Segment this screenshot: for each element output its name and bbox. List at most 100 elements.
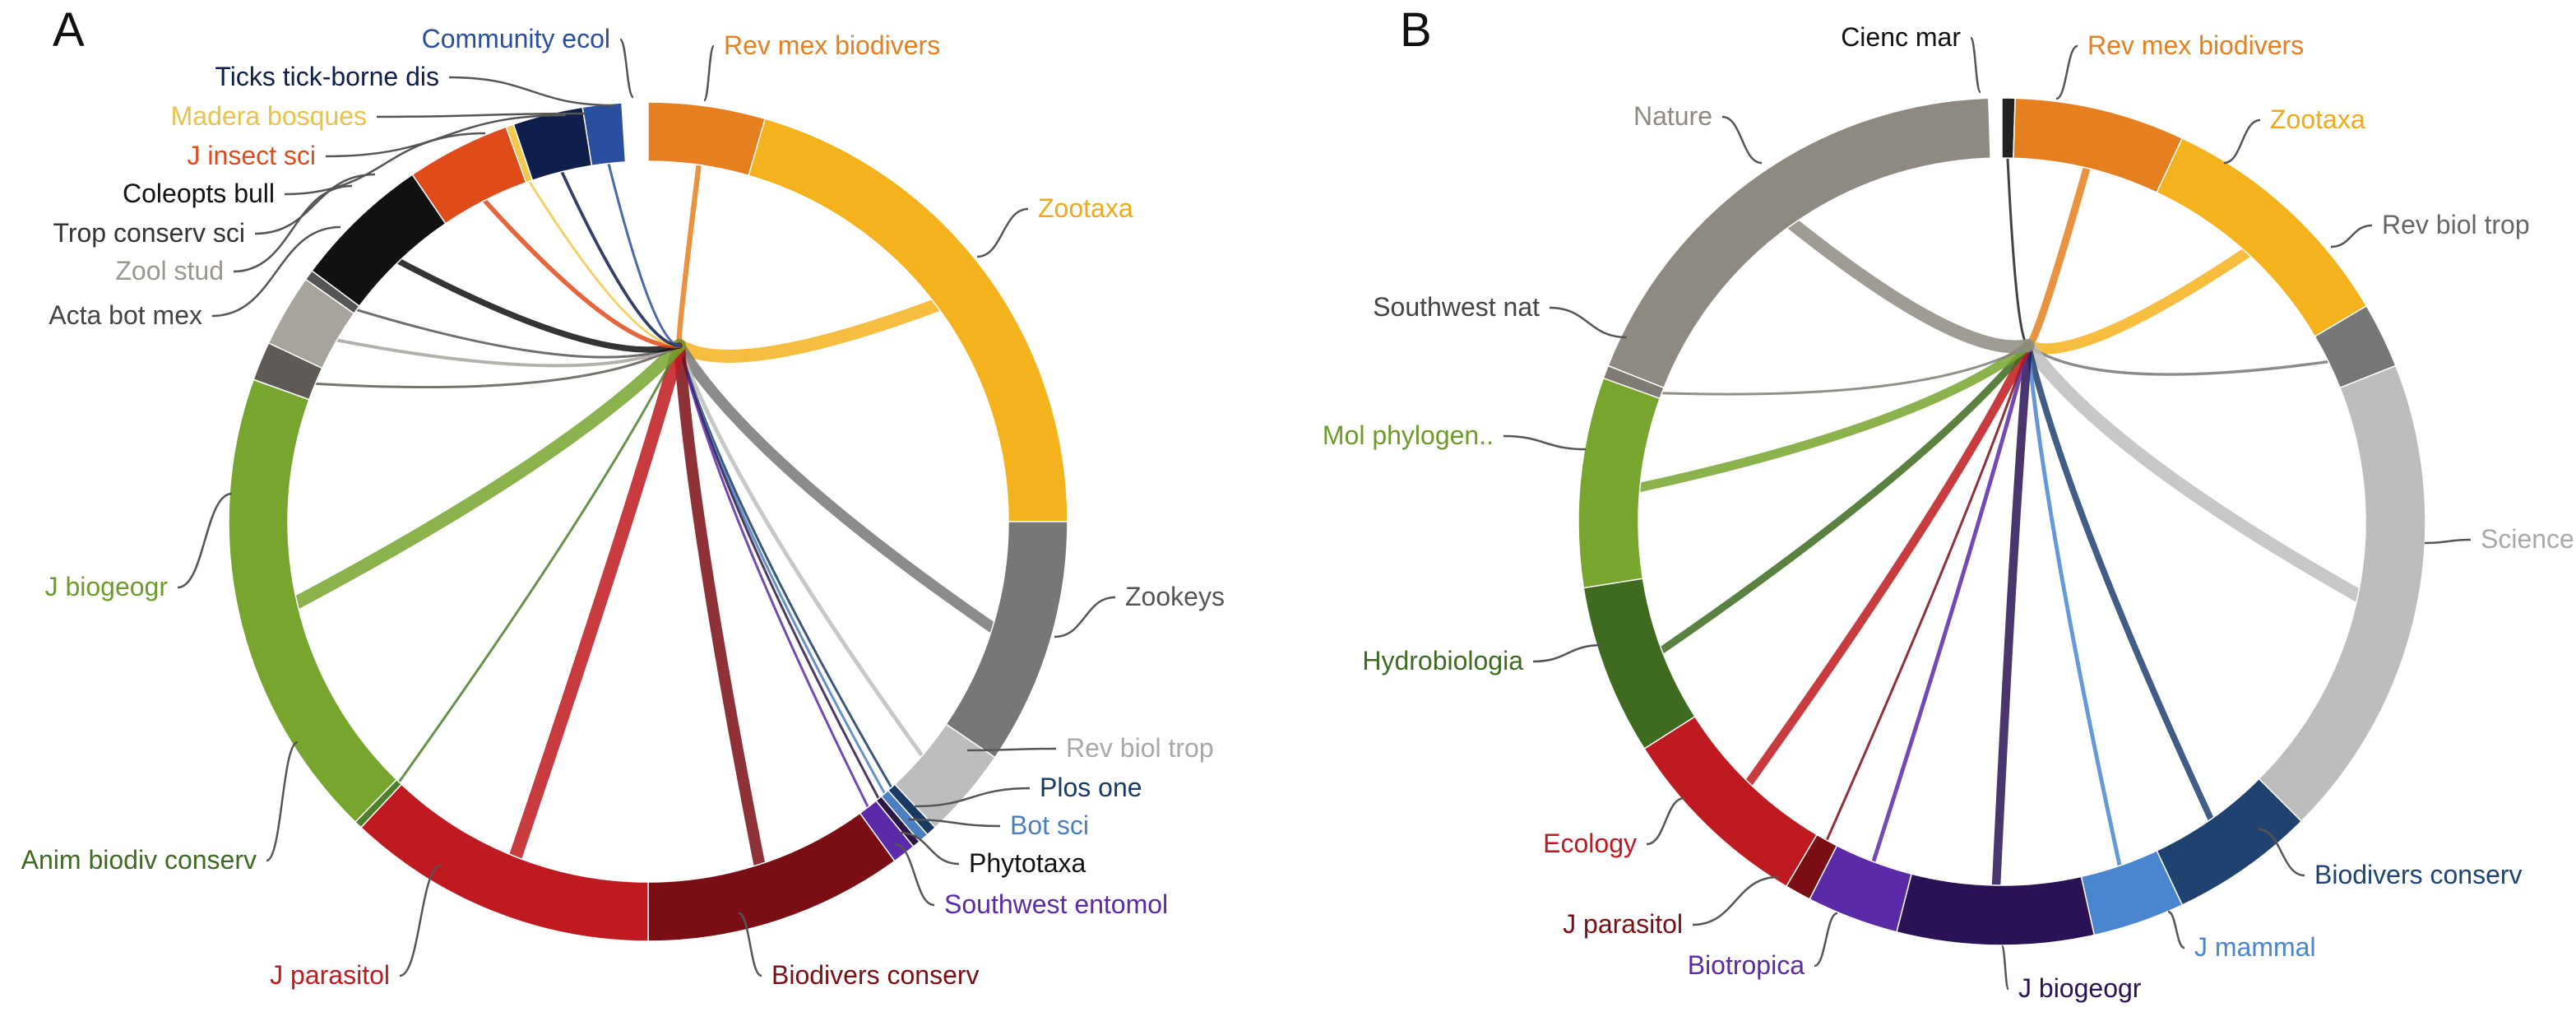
- label-leader-a-10: [177, 492, 233, 589]
- segment-label-b-10: Biodivers conserv: [2314, 860, 2523, 889]
- label-leader-a-1: [702, 44, 716, 102]
- label-leader-a-18: [399, 864, 442, 977]
- label-leader-b-8: [1532, 643, 1603, 663]
- ring-segment-b-1: [2013, 97, 2184, 194]
- label-leader-a-4: [325, 114, 567, 158]
- chord-link-a-9: [508, 339, 686, 864]
- chord-link-a-16: [482, 197, 682, 349]
- label-leader-a-9: [976, 207, 1029, 258]
- chord-link-b-6: [2026, 343, 2122, 868]
- segment-label-b-8: Hydrobiologia: [1362, 646, 1523, 675]
- segment-label-a-14: Bot sci: [1010, 810, 1089, 840]
- chord-link-b-0: [2006, 156, 2030, 347]
- segment-label-a-16: Southwest entomol: [944, 889, 1168, 919]
- chord-link-a-13: [335, 338, 681, 368]
- label-leader-a-0: [619, 38, 635, 99]
- label-leader-b-6: [1503, 434, 1587, 451]
- chord-link-a-19: [607, 162, 681, 347]
- label-leader-a-8: [211, 225, 341, 318]
- label-leader-b-0: [1969, 36, 1982, 94]
- segment-label-a-8: Acta bot mex: [49, 300, 202, 330]
- segment-label-b-12: J mammal: [2194, 932, 2316, 962]
- segment-label-a-11: Zookeys: [1125, 582, 1225, 611]
- segment-label-b-0: Cienc mar: [1841, 22, 1961, 52]
- segment-label-b-11: J parasitol: [1563, 909, 1683, 939]
- segment-label-a-10: J biogeogr: [45, 572, 169, 601]
- label-leader-b-5: [1549, 306, 1628, 339]
- chord-link-a-1: [673, 299, 943, 363]
- segment-label-b-6: Mol phylogen..: [1323, 420, 1494, 450]
- segment-label-b-3: Zootaxa: [2270, 104, 2365, 134]
- chord-link-b-1: [2024, 164, 2091, 350]
- segment-label-a-7: Zool stud: [115, 256, 224, 285]
- chord-link-a-2: [674, 340, 998, 634]
- chord-links-a: [290, 162, 998, 870]
- chord-link-b-14: [1786, 217, 2035, 354]
- label-leader-b-1: [2055, 44, 2078, 100]
- label-leader-b-11: [1692, 875, 1779, 926]
- segment-label-a-6: Trop conserv sci: [53, 218, 245, 248]
- ring-segments-a: [228, 101, 1068, 942]
- chord-link-a-15: [396, 258, 683, 353]
- panel-label-b: B: [1400, 3, 1432, 57]
- segment-label-b-9: Ecology: [1543, 829, 1637, 858]
- ring-segment-a-9: [359, 783, 649, 942]
- label-leader-a-5: [284, 132, 486, 196]
- segment-label-a-0: Community ecol: [422, 24, 610, 53]
- label-leader-b-9: [1646, 796, 1685, 846]
- label-leader-b-12: [2167, 910, 2185, 949]
- chord-link-a-14: [355, 309, 681, 359]
- chord-link-b-8: [1871, 343, 2031, 864]
- label-leader-b-2: [1721, 115, 1763, 165]
- segment-label-b-13: Biotropica: [1688, 950, 1805, 980]
- panel-label-a: A: [53, 3, 85, 57]
- chord-link-a-17: [528, 180, 681, 347]
- chord-link-b-2: [2022, 247, 2253, 355]
- chord-link-b-12: [1635, 341, 2033, 493]
- chord-link-a-10: [397, 344, 681, 783]
- chord-links-b: [1635, 156, 2365, 890]
- segment-label-b-5: Southwest nat: [1373, 292, 1540, 322]
- label-leader-a-7: [233, 184, 353, 273]
- chord-link-b-3: [2027, 344, 2330, 376]
- chord-link-b-11: [1657, 341, 2032, 654]
- label-leader-a-3: [376, 112, 586, 118]
- segment-label-a-19: Biodivers conserv: [771, 960, 980, 990]
- label-leader-b-14: [2000, 945, 2010, 991]
- ring-segment-a-8: [647, 812, 896, 942]
- ring-segment-b-14: [1607, 97, 1991, 389]
- label-leader-b-3: [2223, 118, 2261, 165]
- chord-link-b-5: [2025, 342, 2214, 823]
- chord-link-b-4: [2022, 339, 2365, 602]
- label-leader-a-14: [907, 818, 1001, 828]
- segment-label-a-5: Coleopts bull: [123, 179, 275, 208]
- ring-segment-a-0: [647, 101, 767, 177]
- chord-link-a-7: [678, 344, 869, 809]
- label-leader-a-12: [966, 747, 1057, 752]
- chord-link-a-0: [676, 162, 702, 349]
- chord-link-b-9: [1825, 344, 2030, 842]
- label-leader-b-7: [2424, 538, 2472, 545]
- segment-label-a-12: Rev biol trop: [1066, 733, 1214, 763]
- chord-link-a-18: [560, 169, 681, 347]
- chord-link-a-11: [290, 339, 686, 610]
- label-leader-b-4: [2330, 224, 2373, 248]
- chord-link-b-13: [1661, 344, 2030, 396]
- label-leader-a-11: [1054, 596, 1116, 638]
- ring-segments-b: [1578, 97, 2426, 946]
- segment-label-a-9: Zootaxa: [1038, 193, 1133, 223]
- label-leader-a-6: [254, 173, 376, 235]
- label-leader-a-19: [738, 912, 762, 977]
- segment-label-b-2: Nature: [1633, 101, 1712, 131]
- chord-link-b-10: [1744, 341, 2033, 787]
- chord-link-a-8: [674, 340, 766, 870]
- segment-label-a-17: Anim biodiv conserv: [21, 845, 257, 875]
- segment-label-a-18: J parasitol: [270, 960, 390, 990]
- segment-label-a-13: Plos one: [1040, 773, 1142, 802]
- segment-label-b-7: Science: [2481, 524, 2574, 554]
